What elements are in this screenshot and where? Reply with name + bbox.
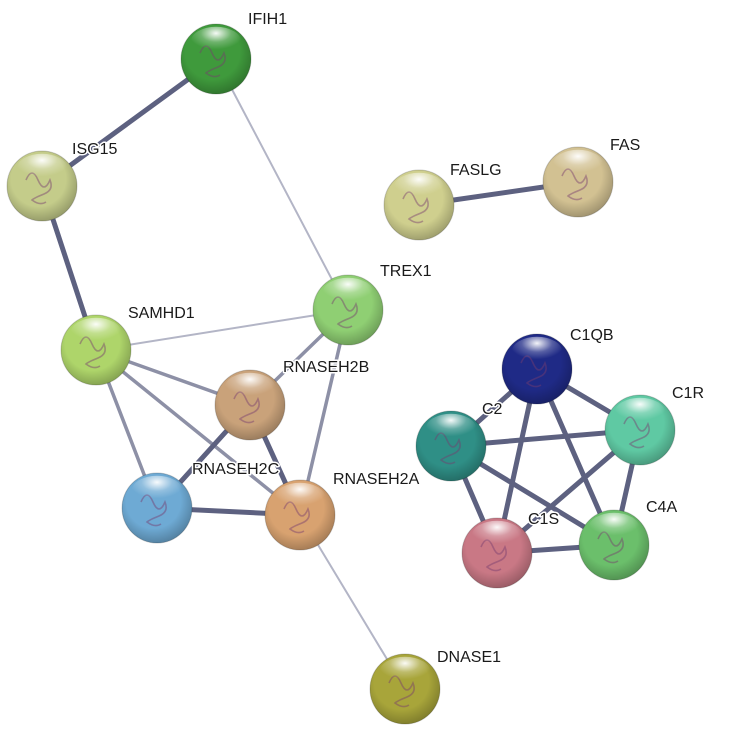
sphere-rim: [383, 169, 455, 241]
node-label: FAS: [610, 137, 640, 154]
node-trex1[interactable]: TREX1: [312, 262, 433, 346]
sphere-highlight: [393, 172, 445, 203]
sphere-highlight: [425, 413, 477, 444]
sphere-highlight: [190, 26, 242, 57]
node-label: RNASEH2B: [283, 359, 369, 376]
node-c1s[interactable]: C1S: [461, 510, 561, 589]
node-c2[interactable]: C2: [415, 400, 504, 482]
edge-ifih1-trex1: [215, 58, 349, 311]
sphere-highlight: [131, 475, 183, 506]
edge-ifih1-isg15: [39, 56, 219, 189]
node-faslg[interactable]: FASLG: [383, 161, 503, 241]
node-label: C1R: [672, 385, 704, 402]
sphere-highlight: [70, 317, 122, 348]
edge-samhd1-trex1: [95, 309, 349, 351]
node-label: TREX1: [380, 263, 432, 280]
sphere-rim: [578, 509, 650, 581]
sphere-rim: [60, 314, 132, 386]
sphere-highlight: [274, 482, 326, 513]
sphere-highlight: [552, 149, 604, 180]
sphere-highlight: [322, 277, 374, 308]
sphere-rim: [415, 410, 487, 482]
edge-trex1-rnaseh2a: [298, 308, 350, 517]
sphere-highlight: [614, 397, 666, 428]
sphere-rim: [312, 274, 384, 346]
node-label: RNASEH2C: [192, 461, 279, 478]
node-isg15[interactable]: ISG15: [6, 140, 119, 222]
node-label: IFIH1: [248, 11, 287, 28]
sphere-highlight: [224, 372, 276, 403]
node-label: C1S: [528, 511, 559, 528]
node-rnaseh2c[interactable]: RNASEH2C: [121, 460, 281, 544]
node-dnase1[interactable]: DNASE1: [369, 648, 503, 725]
sphere-rim: [542, 146, 614, 218]
edge-samhd1-rnaseh2a: [94, 348, 302, 517]
sphere-highlight: [379, 656, 431, 687]
sphere-rim: [180, 23, 252, 95]
node-rnaseh2b[interactable]: RNASEH2B: [214, 358, 371, 441]
node-label: RNASEH2A: [333, 471, 420, 488]
node-c1qb[interactable]: C1QB: [501, 326, 615, 405]
node-rnaseh2a[interactable]: RNASEH2A: [264, 470, 421, 551]
sphere-highlight: [511, 336, 563, 367]
sphere-rim: [604, 394, 676, 466]
node-samhd1[interactable]: SAMHD1: [60, 304, 196, 386]
sphere-highlight: [588, 512, 640, 543]
node-c1r[interactable]: C1R: [604, 384, 706, 466]
sphere-rim: [501, 333, 573, 405]
sphere-rim: [6, 150, 78, 222]
node-label: C2: [482, 401, 503, 418]
node-label: ISG15: [72, 141, 117, 158]
sphere-rim: [214, 369, 286, 441]
node-label: C1QB: [570, 327, 614, 344]
node-label: C4A: [646, 499, 677, 516]
node-label: FASLG: [450, 162, 502, 179]
node-fas[interactable]: FAS: [542, 136, 642, 218]
sphere-rim: [264, 479, 336, 551]
node-ifih1[interactable]: IFIH1: [180, 10, 289, 95]
node-label: SAMHD1: [128, 305, 195, 322]
sphere-rim: [369, 653, 441, 725]
sphere-highlight: [16, 153, 68, 184]
node-c4a[interactable]: C4A: [578, 498, 679, 581]
node-label: DNASE1: [437, 649, 501, 666]
sphere-highlight: [471, 520, 523, 551]
sphere-rim: [461, 517, 533, 589]
sphere-rim: [121, 472, 193, 544]
